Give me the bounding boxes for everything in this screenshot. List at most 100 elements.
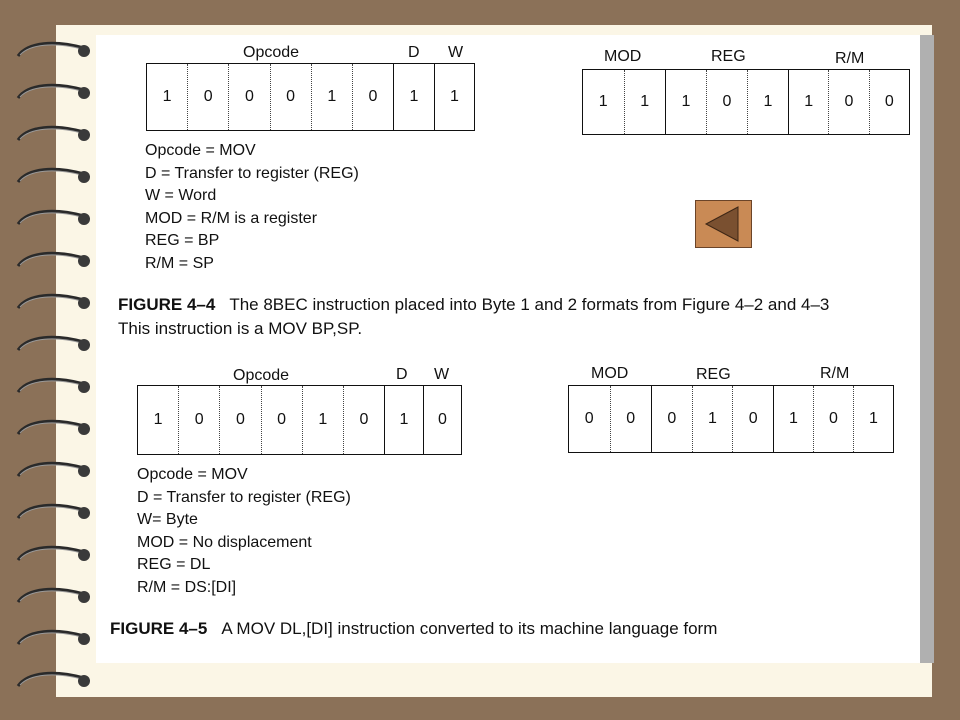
bit-cell: 0: [342, 386, 384, 454]
bit-cell: 1: [399, 411, 409, 428]
fig45-rm-label: R/M: [820, 365, 850, 382]
bit-cell: 0: [438, 411, 447, 428]
bit-cell: 0: [609, 386, 652, 452]
definition-line: R/M = DS:[DI]: [137, 578, 237, 596]
bit-cell: 0: [260, 386, 302, 454]
definition-line: W= Byte: [137, 511, 198, 528]
bit-cell: 1: [450, 88, 459, 105]
fig44-rm-field: 1 0 0: [788, 70, 909, 134]
fig44-definitions: Opcode = MOV D = Transfer to register (R…: [145, 140, 359, 275]
fig45-reg-field: 0 1 0: [651, 386, 773, 452]
fig45-opcode-field: 1 0 0 0 1 0: [138, 386, 384, 454]
fig45-d-field: 1: [384, 386, 423, 454]
bit-cell: 0: [667, 410, 677, 427]
definition-line: D = Transfer to register (REG): [145, 164, 359, 182]
fig45-definitions: Opcode = MOV D = Transfer to register (R…: [137, 464, 351, 599]
fig45-w-label: W: [434, 366, 450, 383]
caption-text: The 8BEC instruction placed into Byte 1 …: [229, 295, 830, 314]
figure-label: FIGURE 4–5: [110, 619, 208, 638]
fig44-w-label: W: [448, 44, 464, 61]
bit-cell: 0: [178, 386, 219, 454]
bit-cell: 0: [269, 64, 311, 130]
definition-line: REG = DL: [137, 556, 211, 573]
definition-line: Opcode = MOV: [137, 466, 248, 483]
definition-line: R/M = SP: [145, 254, 214, 272]
bit-cell: 0: [813, 386, 853, 452]
binding-ring-icon: [16, 461, 90, 477]
binding-ring-icon: [16, 125, 90, 141]
bit-cell: 0: [228, 64, 269, 130]
binding-ring-icon: [16, 503, 90, 519]
caption-text-line2: This instruction is a MOV BP,SP.: [118, 319, 363, 338]
fig45-opcode-label: Opcode: [233, 367, 290, 384]
back-button[interactable]: [695, 200, 752, 248]
bit-cell: 1: [789, 410, 798, 427]
caption-text: A MOV DL,[DI] instruction converted to i…: [221, 619, 718, 638]
bit-cell: 0: [351, 64, 393, 130]
bit-cell: 0: [219, 386, 260, 454]
binding-ring-icon: [16, 209, 90, 225]
fig45-w-field: 0: [423, 386, 461, 454]
bit-cell: 0: [584, 410, 594, 427]
bit-cell: 1: [623, 70, 666, 134]
bit-cell: 0: [187, 64, 228, 130]
bit-cell: 1: [681, 93, 691, 110]
bit-cell: 1: [691, 386, 733, 452]
bit-cell: 0: [868, 70, 909, 134]
fig44-byte1-box: 1 0 0 0 1 0 1 1: [146, 63, 475, 131]
bit-cell: 1: [162, 88, 172, 105]
fig44-caption: FIGURE 4–4 The 8BEC instruction placed in…: [118, 293, 918, 341]
fig44-rm-label: R/M: [835, 50, 865, 67]
fig44-reg-label: REG: [711, 48, 746, 65]
fig45-d-label: D: [396, 366, 408, 383]
fig45-mod-field: 0 0: [569, 386, 651, 452]
binding-ring-icon: [16, 167, 90, 183]
fig44-d-label: D: [408, 44, 420, 61]
definition-line: D = Transfer to register (REG): [137, 488, 351, 506]
fig45-reg-label: REG: [696, 366, 731, 383]
bit-cell: 0: [732, 386, 773, 452]
binding-ring-icon: [16, 83, 90, 99]
binding-ring-icon: [16, 293, 90, 309]
bit-cell: 0: [828, 70, 868, 134]
bit-cell: 1: [598, 93, 608, 110]
bit-cell: 0: [706, 70, 747, 134]
bit-cell: 1: [153, 411, 163, 428]
fig45-mod-label: MOD: [591, 365, 629, 382]
fig44-reg-field: 1 0 1: [665, 70, 788, 134]
fig45-rm-field: 1 0 1: [773, 386, 893, 452]
fig44-d-field: 1: [393, 64, 434, 130]
bit-cell: 1: [747, 70, 788, 134]
fig44-mod-label: MOD: [604, 48, 642, 65]
bit-cell: 1: [804, 93, 814, 110]
binding-ring-icon: [16, 377, 90, 393]
bit-cell: 1: [310, 64, 352, 130]
figure-label: FIGURE 4–4: [118, 295, 216, 314]
fig44-w-field: 1: [434, 64, 474, 130]
binding-ring-icon: [16, 335, 90, 351]
binding-ring-icon: [16, 671, 90, 687]
definition-line: W = Word: [145, 187, 217, 204]
fig45-byte2-box: 0 0 0 1 0 1 0 1: [568, 385, 894, 453]
binding-ring-icon: [16, 587, 90, 603]
binding-ring-icon: [16, 419, 90, 435]
scanned-page: [96, 35, 934, 663]
fig45-byte1-box: 1 0 0 0 1 0 1 0: [137, 385, 462, 455]
fig44-opcode-label: Opcode: [243, 44, 300, 61]
binding-ring-icon: [16, 545, 90, 561]
bit-cell: 1: [301, 386, 343, 454]
bit-cell: 1: [409, 88, 419, 105]
definition-line: Opcode = MOV: [145, 142, 256, 159]
binding-ring-icon: [16, 251, 90, 267]
definition-line: REG = BP: [145, 232, 220, 249]
binding-ring-icon: [16, 629, 90, 645]
definition-line: MOD = R/M is a register: [145, 209, 318, 227]
fig44-mod-field: 1 1: [583, 70, 665, 134]
bit-cell: 1: [853, 386, 893, 452]
binding-ring-icon: [16, 41, 90, 57]
definition-line: MOD = No displacement: [137, 533, 312, 551]
fig45-caption: FIGURE 4–5 A MOV DL,[DI] instruction conv…: [110, 617, 900, 641]
fig44-opcode-field: 1 0 0 0 1 0: [147, 64, 393, 130]
back-triangle-icon: [704, 206, 739, 242]
fig44-byte2-box: 1 1 1 0 1 1 0 0: [582, 69, 910, 135]
